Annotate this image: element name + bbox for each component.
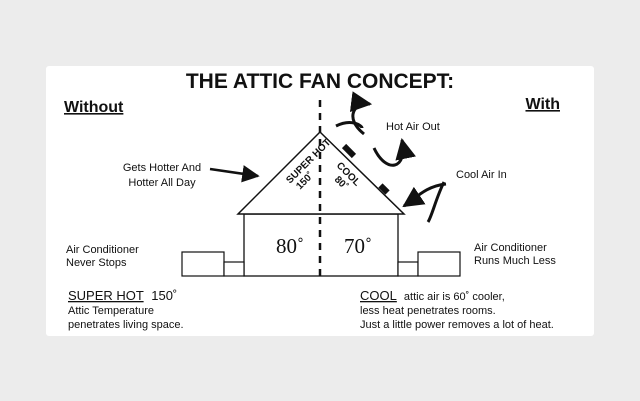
- ac-unit-right-icon: [397, 251, 461, 277]
- room-left-temp: 80˚: [276, 234, 304, 258]
- cool-air-in-label: Cool Air In: [456, 169, 507, 181]
- bottom-right-heading-line: COOL attic air is 60˚ cooler,: [360, 288, 505, 303]
- with-heading: With: [525, 96, 560, 113]
- ac-unit-left-icon: [181, 251, 245, 277]
- diagram-card: THE ATTIC FAN CONCEPT: Without With Gets…: [46, 66, 594, 336]
- ac-right-line1: Air Conditioner: [474, 242, 547, 254]
- bottom-left-line1: Attic Temperature: [68, 305, 154, 317]
- bottom-right-heading-rest: attic air is 60˚ cooler,: [404, 291, 505, 303]
- hot-air-out-arrow-icon: [335, 91, 416, 167]
- pointer-arrow-icon: [209, 165, 260, 183]
- bottom-right-line2: Just a little power removes a lot of hea…: [360, 319, 554, 331]
- without-heading: Without: [64, 99, 124, 116]
- ac-left-line1: Air Conditioner: [66, 244, 139, 256]
- left-annotation-line2: Hotter All Day: [128, 177, 196, 189]
- cool-air-in-arrow-icon: [402, 181, 447, 223]
- ac-left-line2: Never Stops: [66, 257, 127, 269]
- hot-air-out-label: Hot Air Out: [386, 121, 440, 133]
- bottom-left-value: 150˚: [151, 288, 177, 303]
- bottom-right-heading: COOL: [360, 288, 397, 303]
- left-annotation-line1: Gets Hotter And: [123, 162, 201, 174]
- soffit-vent-icon: [378, 183, 390, 195]
- room-right-temp: 70˚: [344, 234, 372, 258]
- house-illustration: [236, 100, 406, 278]
- bottom-left-line2: penetrates living space.: [68, 319, 184, 331]
- bottom-left-heading: SUPER HOT: [68, 288, 144, 303]
- attic-fan-diagram: THE ATTIC FAN CONCEPT: Without With Gets…: [64, 70, 560, 331]
- diagram-title: THE ATTIC FAN CONCEPT:: [186, 70, 454, 93]
- bottom-left-heading-line: SUPER HOT 150˚: [68, 288, 177, 303]
- ac-right-line2: Runs Much Less: [474, 255, 556, 267]
- roof-vent-icon: [341, 143, 357, 159]
- bottom-right-line1: less heat penetrates rooms.: [360, 305, 496, 317]
